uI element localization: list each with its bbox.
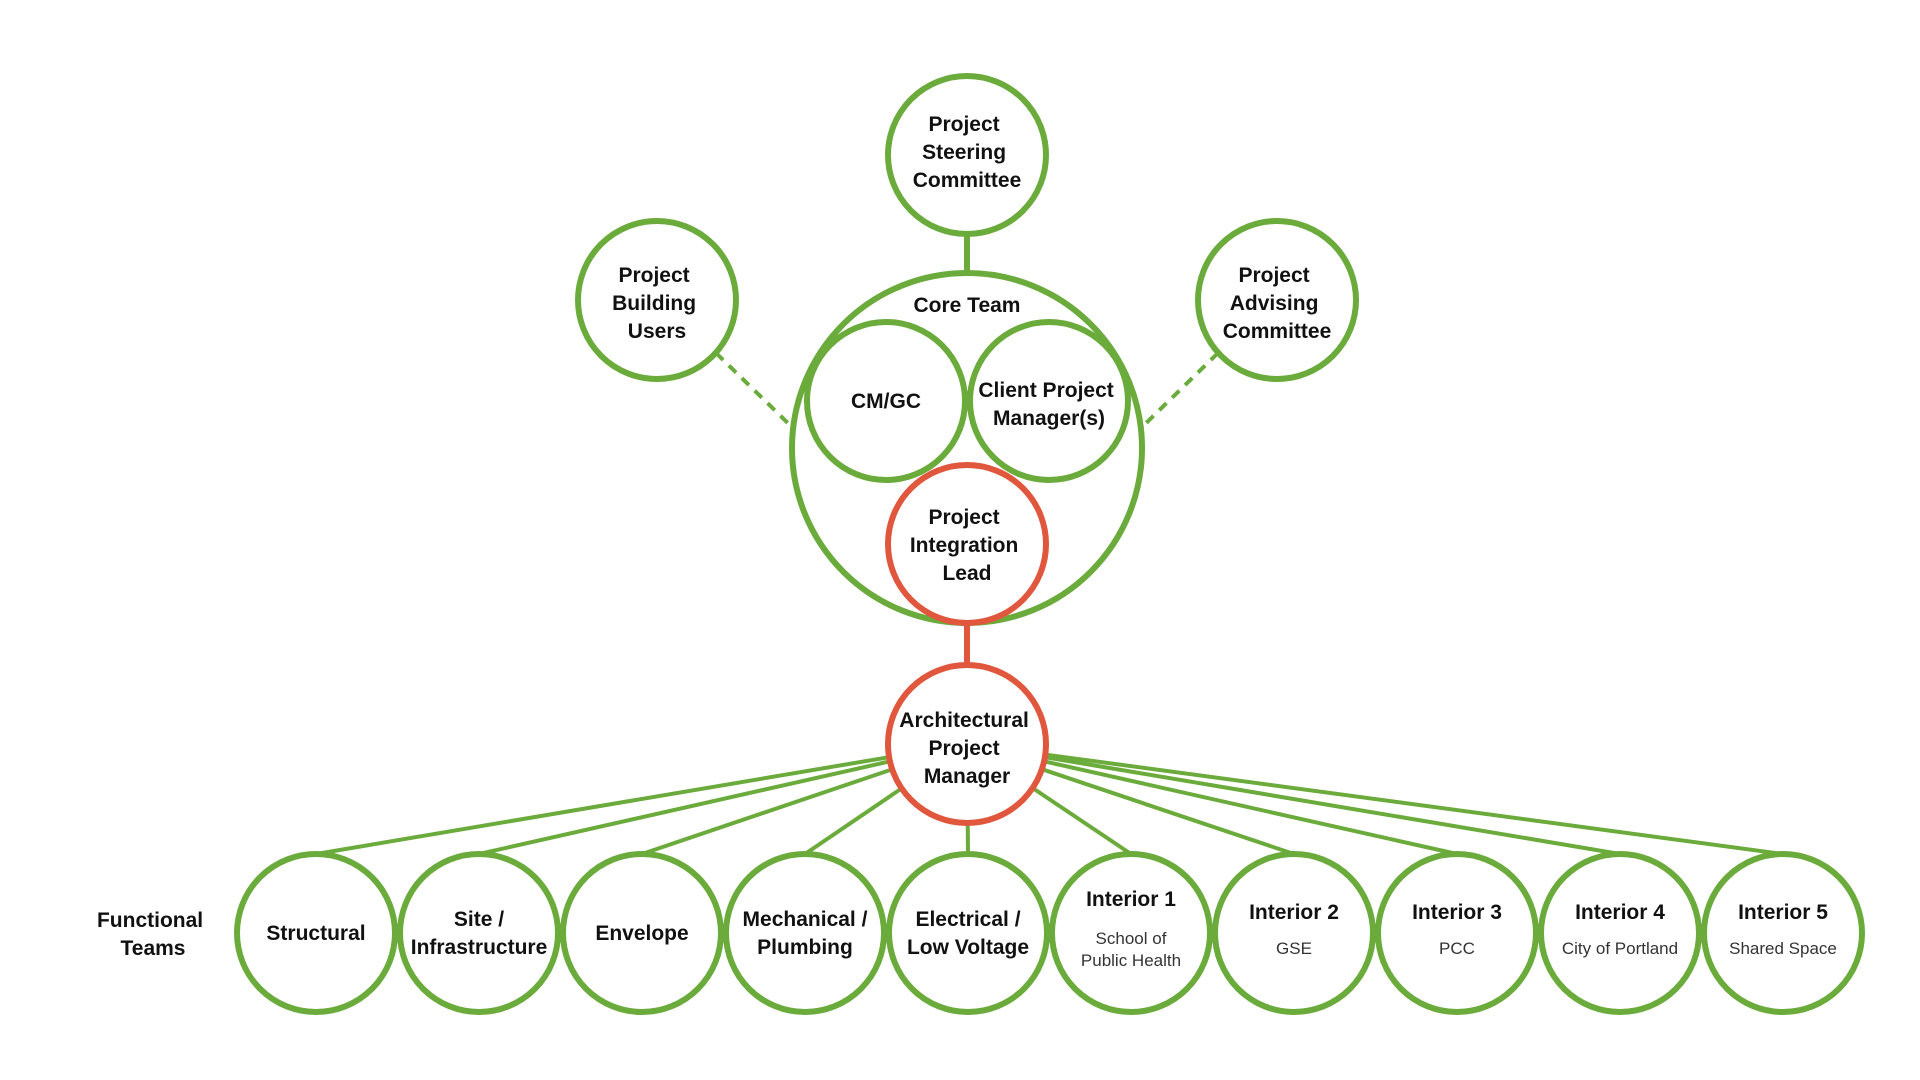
interior-3-team-node: Interior 3 PCC	[1375, 851, 1539, 1015]
arch-pm-node: Architectural Project Manager	[885, 662, 1049, 826]
mechanical-team-circle	[723, 851, 887, 1015]
core-team-label: Core Team	[914, 294, 1021, 317]
arch-pm-interior-1-connector	[1031, 786, 1133, 856]
advising-connector	[1139, 351, 1220, 430]
interior-3-team-sublabel: PCC	[1439, 939, 1475, 958]
interior-1-team-label: Interior 1	[1086, 888, 1176, 911]
steering-committee-node: Project Steering Committee	[885, 73, 1049, 237]
interior-4-team-label: Interior 4	[1575, 901, 1665, 924]
interior-3-team-label: Interior 3	[1412, 901, 1502, 924]
electrical-team-circle	[886, 851, 1050, 1015]
mechanical-team-node: Mechanical /Plumbing	[723, 851, 887, 1015]
envelope-team-node: Envelope	[560, 851, 724, 1015]
steering-committee-label: Project Steering Committee	[913, 113, 1022, 192]
advising-committee-label: Project Advising Committee	[1223, 264, 1332, 343]
arch-pm-structural-connector	[315, 755, 890, 856]
building-users-connector	[714, 351, 795, 430]
mechanical-team-label: Mechanical /Plumbing	[743, 908, 868, 959]
interior-2-team-sublabel: GSE	[1276, 939, 1312, 958]
cmgc-circle	[804, 319, 968, 483]
building-users-circle	[575, 218, 739, 382]
steering-committee-circle	[885, 73, 1049, 237]
electrical-team-node: Electrical /Low Voltage	[886, 851, 1050, 1015]
interior-2-team-circle	[1212, 851, 1376, 1015]
envelope-team-circle	[560, 851, 724, 1015]
arch-pm-mechanical-connector	[803, 786, 903, 856]
building-users-label: Project Building Users	[612, 264, 702, 343]
integration-lead-label: Project Integration Lead	[910, 506, 1024, 585]
client-pm-label: Client Project Manager(s)	[978, 379, 1119, 430]
functional-teams-label: Functional Teams	[97, 909, 209, 960]
interior-4-team-node: Interior 4 City of Portland	[1538, 851, 1702, 1015]
interior-5-team-label: Interior 5	[1738, 901, 1828, 924]
advising-committee-circle	[1195, 218, 1359, 382]
core-team-group: Core Team CM/GC Client Project Manager(s…	[789, 270, 1145, 626]
connectors	[315, 234, 1784, 856]
interior-1-team-circle	[1049, 851, 1213, 1015]
arch-pm-interior-3-connector	[1043, 759, 1458, 856]
structural-team-label: Structural	[266, 922, 365, 945]
interior-2-team-node: Interior 2 GSE	[1212, 851, 1376, 1015]
site-team-circle	[397, 851, 561, 1015]
interior-5-team-circle	[1701, 851, 1865, 1015]
site-team-label: Site /Infrastructure	[411, 908, 548, 959]
structural-team-node: Structural	[234, 851, 398, 1015]
structural-team-circle	[234, 851, 398, 1015]
arch-pm-circle	[885, 662, 1049, 826]
interior-5-team-sublabel: Shared Space	[1729, 939, 1837, 958]
envelope-team-label: Envelope	[595, 922, 688, 945]
building-users-node: Project Building Users	[575, 218, 739, 382]
site-team-node: Site /Infrastructure	[397, 851, 561, 1015]
interior-5-team-node: Interior 5 Shared Space	[1701, 851, 1865, 1015]
interior-3-team-circle	[1375, 851, 1539, 1015]
advising-committee-node: Project Advising Committee	[1195, 218, 1359, 382]
interior-2-team-label: Interior 2	[1249, 901, 1339, 924]
integration-lead-circle	[885, 462, 1049, 626]
cmgc-label: CM/GC	[851, 390, 921, 413]
interior-4-team-sublabel: City of Portland	[1562, 939, 1678, 958]
arch-pm-envelope-connector	[641, 767, 893, 856]
client-pm-circle	[967, 319, 1131, 483]
arch-pm-site-connector	[478, 759, 891, 856]
arch-pm-interior-5-connector	[1045, 752, 1784, 856]
arch-pm-interior-2-connector	[1041, 767, 1295, 856]
functional-teams-row: Structural Site /Infrastructure Envelope Me…	[234, 851, 1865, 1015]
interior-4-team-circle	[1538, 851, 1702, 1015]
arch-pm-label: Architectural Project Manager	[899, 709, 1034, 788]
electrical-team-label: Electrical /Low Voltage	[907, 908, 1029, 959]
arch-pm-interior-4-connector	[1044, 755, 1621, 856]
